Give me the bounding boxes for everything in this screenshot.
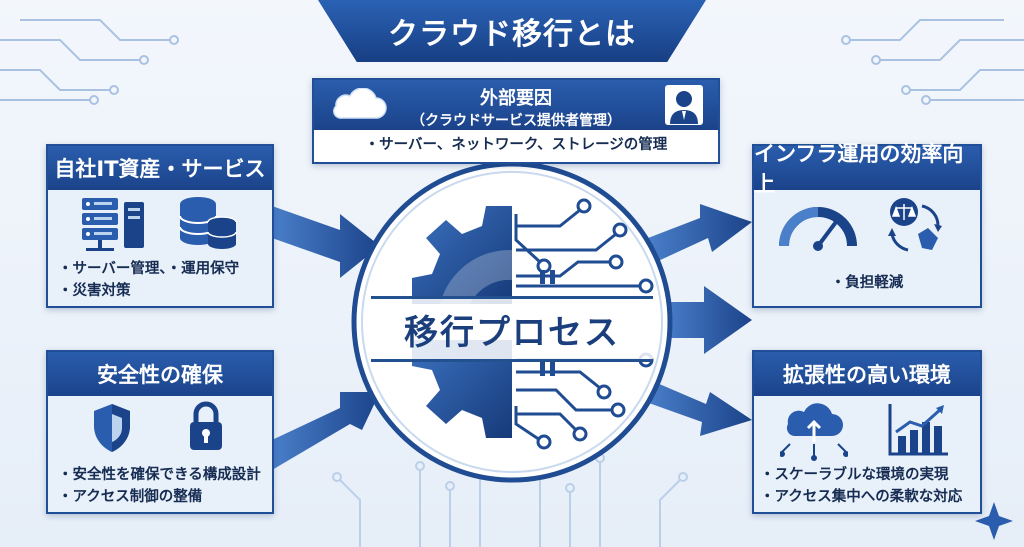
bullet-item: ・安全性を確保できる構成設計 bbox=[58, 467, 261, 483]
person-icon bbox=[665, 85, 703, 125]
bullet-item: ・負担軽減 bbox=[830, 275, 904, 291]
growth-chart-icon bbox=[888, 404, 948, 456]
gear-icon bbox=[412, 206, 512, 438]
cloud-icon bbox=[333, 88, 387, 119]
panel-own-it-assets: 自社IT資産・サービス ・サーバー管理、・運用保守 ・災害対策 bbox=[46, 144, 274, 308]
speedometer-icon bbox=[779, 207, 857, 251]
external-factor-bullet: ・サーバー、ネットワーク、ストレージの管理 bbox=[364, 137, 668, 153]
bullet-item: ・アクセス集中への柔軟な対応 bbox=[760, 489, 963, 505]
bullet-item: ・災害対策 bbox=[58, 283, 131, 299]
panel-infra-efficiency: インフラ運用の効率向上 ・負担軽減 bbox=[752, 142, 982, 308]
panel-title: 拡張性の高い環境 bbox=[754, 352, 980, 396]
external-factor-box: 外部要因 （クラウドサービス提供者管理） ・サーバー、ネットワーク、ストレージの… bbox=[312, 78, 720, 164]
cloud-sync-icon bbox=[780, 403, 848, 461]
arrow-right-top bbox=[648, 204, 752, 262]
panel-title: 自社IT資産・サービス bbox=[48, 146, 272, 190]
panel-title: インフラ運用の効率向上 bbox=[754, 142, 980, 196]
panel-title: 安全性の確保 bbox=[48, 352, 272, 396]
page-title: クラウド移行とは bbox=[318, 0, 706, 62]
lock-icon bbox=[190, 401, 222, 450]
arrow-left-top bbox=[272, 206, 380, 278]
external-factor-title: 外部要因 bbox=[480, 88, 552, 109]
external-factor-subtitle: （クラウドサービス提供者管理） bbox=[411, 113, 621, 129]
bullet-item: ・サーバー管理、・運用保守 bbox=[58, 261, 240, 277]
circuit-lines-left bbox=[0, 19, 179, 105]
bullet-item: ・アクセス制御の整備 bbox=[58, 489, 203, 505]
shield-icon bbox=[94, 404, 130, 452]
arrow-right-middle bbox=[664, 286, 752, 354]
balance-cycle-icon bbox=[888, 198, 942, 252]
database-icon bbox=[179, 197, 237, 249]
server-rack-icon bbox=[82, 198, 144, 251]
sparkle-icon bbox=[975, 502, 1013, 540]
bullet-item: ・スケーラブルな環境の実現 bbox=[760, 467, 949, 483]
external-factor-header: 外部要因 （クラウドサービス提供者管理） bbox=[314, 80, 718, 130]
circuit-lines-right bbox=[841, 19, 1024, 105]
panel-security: 安全性の確保 ・安全性を確保できる構成設計 ・アクセス制御の整備 bbox=[46, 350, 274, 514]
panel-scalable-environment: 拡張性の高い環境 ・スケーラブルな環境の実現 ・アクセス集中への柔軟な対応 bbox=[752, 350, 982, 514]
arrow-right-bottom bbox=[646, 380, 752, 436]
arrow-left-bottom bbox=[272, 392, 380, 470]
center-process-label: 移行プロセス bbox=[371, 296, 653, 362]
